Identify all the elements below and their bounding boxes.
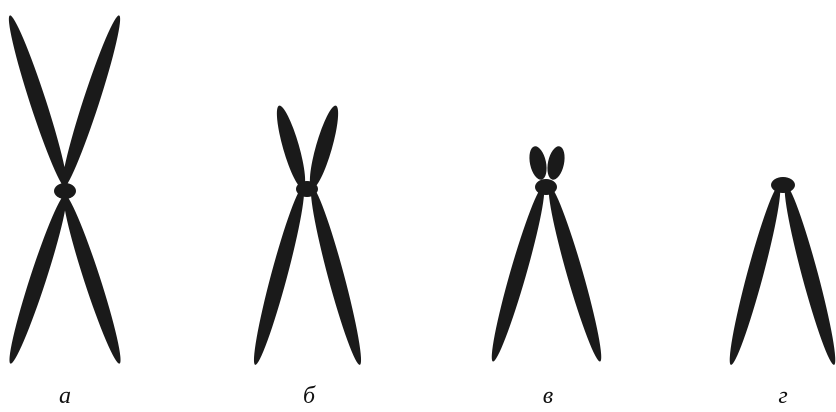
centromere-g bbox=[771, 177, 795, 193]
chromosome-a bbox=[2, 13, 127, 366]
panel-label-v: в bbox=[543, 384, 553, 408]
chromosome-b bbox=[247, 103, 367, 366]
chromatid-arm-a-upper-left bbox=[2, 13, 73, 191]
chromatid-arm-b-lower-left bbox=[247, 185, 310, 367]
chromatid-arm-b-upper-left bbox=[271, 103, 310, 190]
centromere-a bbox=[54, 183, 76, 199]
panel-label-b: б bbox=[303, 384, 315, 408]
chromatid-arm-a-lower-right bbox=[57, 192, 127, 366]
panel-label-a: а bbox=[59, 384, 71, 408]
chromatid-arm-b-lower-right bbox=[304, 185, 367, 367]
chromatid-arm-v-long-right bbox=[542, 184, 608, 363]
panel-label-g: г bbox=[778, 384, 787, 408]
chromatid-arm-v-short-left bbox=[527, 145, 550, 182]
chromatid-arm-g-left bbox=[723, 183, 787, 367]
chromatid-arm-v-long-left bbox=[485, 184, 551, 363]
chromatid-arm-v-short-right bbox=[545, 145, 568, 182]
centromere-v bbox=[535, 179, 557, 195]
chromosome-v bbox=[485, 145, 608, 364]
centromere-b bbox=[296, 181, 318, 197]
chromatid-arm-a-upper-right bbox=[55, 13, 126, 191]
chromosome-g bbox=[723, 177, 836, 367]
chromatid-arm-b-upper-right bbox=[304, 103, 343, 190]
chromatid-arm-g-right bbox=[778, 183, 836, 367]
chromatid-arm-a-lower-left bbox=[3, 192, 73, 366]
